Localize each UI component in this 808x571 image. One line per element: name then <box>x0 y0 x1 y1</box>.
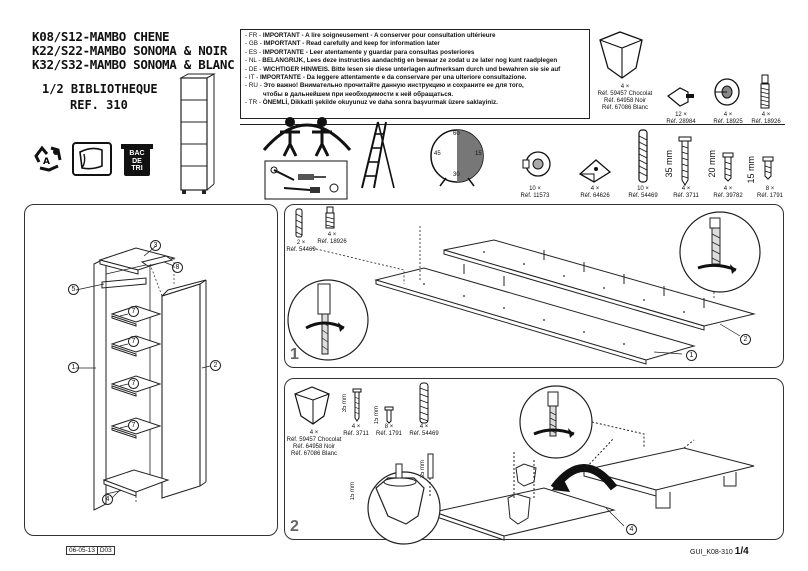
part-caption-cam-bolt: 4 × Réf. 18926 <box>751 112 781 125</box>
step-2-diagram <box>367 385 755 545</box>
cam-bolt-icon <box>325 206 335 229</box>
footer-doc-code: GUI_K08-310 <box>690 549 733 556</box>
callout-badge: 5 <box>68 284 79 295</box>
dimension-label: 15 mm <box>350 482 356 501</box>
notice-line: - NL - BELANGRIJK, Lees deze instructies… <box>245 57 558 65</box>
part-caption-screw-20: 4 × Réf. 39782 <box>713 186 743 199</box>
assembly-time-clock: 60 45 15 30 <box>426 126 488 188</box>
callout-badge: 7 <box>128 420 139 431</box>
clock-label: 60 <box>453 131 460 137</box>
part-caption-dowel: 10 × Réf. 54469 <box>628 186 658 199</box>
callout-badge: 7 <box>128 306 139 317</box>
product-subtitle: 1/2 BIBLIOTHEQUE <box>42 82 158 96</box>
step-2-panel <box>284 378 784 540</box>
callout-badge: 7 <box>128 378 139 389</box>
step2-part-caption: 4 × Réf. 59457 Chocolat Réf. 64958 Noir … <box>286 430 342 457</box>
step-1-diagram <box>287 211 761 365</box>
callout-badge: 3 <box>150 240 161 251</box>
dowel-icon <box>638 129 648 183</box>
two-persons-icon <box>262 117 352 157</box>
clock-label: 30 <box>453 172 460 178</box>
tools-icon <box>264 160 348 200</box>
product-title: K08/S12-MAMBO CHENE K22/S22-MAMBO SONOMA… <box>32 29 235 72</box>
clock-label: 45 <box>434 151 441 157</box>
shelf-pin-icon <box>666 87 694 107</box>
ladder-icon <box>361 121 395 189</box>
part-caption-connector: 10 × Réf. 11573 <box>520 186 550 199</box>
clock-icon <box>430 129 484 187</box>
screw-35-icon <box>352 388 362 422</box>
footer-date-code: 06-05-13 D03 <box>66 546 115 555</box>
callout-badge: 1 <box>686 350 697 361</box>
page-number: 1/4 <box>734 546 749 557</box>
bin-label: TRI <box>131 165 143 172</box>
title-line: K08/S12-MAMBO CHENE <box>32 29 170 44</box>
title-line: K22/S22-MAMBO SONOMA & NOIR <box>32 43 228 58</box>
dimension-label: 15 mm <box>746 156 756 184</box>
notice-line: - DE - WICHTIGER HINWEIS. Bitte lesen si… <box>245 65 561 73</box>
dowel-icon <box>295 208 303 238</box>
callout-badge: 4 <box>102 494 113 505</box>
exploded-bookcase-diagram <box>75 245 211 511</box>
notice-line: - IT - IMPORTANTE - Da leggere attentame… <box>245 74 527 82</box>
cam-bolt-icon <box>760 74 770 109</box>
product-ref: REF. 310 <box>70 98 128 112</box>
step2-part-caption: 4 × Réf. 3711 <box>343 424 369 437</box>
footer-date: 06-05-13 <box>69 547 96 554</box>
notice-line: - TR - ÖNEMLİ, Dikkatli şekilde okuyunuz… <box>245 99 498 107</box>
paper-icon <box>72 142 112 176</box>
part-caption-bracket: 4 × Réf. 64626 <box>580 186 610 199</box>
step2-part-caption: 4 × Réf. 54469 <box>409 424 439 437</box>
footer-rev: D03 <box>96 547 112 554</box>
safety-notice-box: - FR - IMPORTANT - A lire soigneusement … <box>240 29 590 119</box>
cam-lock-icon <box>714 78 740 106</box>
bookcase-thumbnail-icon <box>179 73 216 194</box>
step2-part-caption: 8 × Réf. 1791 <box>375 424 403 437</box>
callout-badge: 1 <box>68 362 79 373</box>
step1-part-caption: 2 × Réf. 54469 <box>286 240 316 253</box>
dimension-label: 35 mm <box>664 150 674 178</box>
screw-20-icon <box>722 152 734 182</box>
step-number: 2 <box>290 518 299 535</box>
step-1-panel <box>284 204 784 368</box>
callout-badge: 4 <box>626 524 637 535</box>
step1-part-caption: 4 × Réf. 18926 <box>317 232 347 245</box>
recycle-bin-badge: BAC DE TRI <box>118 142 156 178</box>
exploded-view-panel <box>24 204 278 536</box>
screw-15-icon <box>762 156 774 180</box>
callout-badge: 8 <box>172 262 183 273</box>
title-line: K32/S32-MAMBO SONOMA & BLANC <box>32 57 235 72</box>
dimension-label: 20 mm <box>707 150 717 178</box>
header-divider <box>240 124 785 125</box>
bracket-icon <box>578 159 612 183</box>
svg-text:A: A <box>43 157 50 167</box>
callout-badge: 2 <box>740 334 751 345</box>
notice-line: - GB - IMPORTANT - Read carefully and ke… <box>245 40 440 48</box>
screw-35-icon <box>678 136 692 186</box>
dowel-icon <box>419 382 429 424</box>
recycle-icon: A <box>34 145 62 172</box>
bin-label: BAC <box>129 150 145 157</box>
screw-15-icon <box>384 406 394 424</box>
notice-line: - FR - IMPORTANT - A lire soigneusement … <box>245 32 496 39</box>
notice-line: - RU - Это важно! Внимательно прочитайте… <box>245 82 524 90</box>
foot-icon <box>599 31 643 79</box>
notice-line: - ES - IMPORTANTE - Leer atentamente y g… <box>245 48 475 56</box>
connector-icon <box>522 151 551 177</box>
dimension-label: 35 mm <box>420 460 426 479</box>
part-caption-screw-35: 4 × Réf. 3711 <box>673 186 699 199</box>
callout-badge: 7 <box>128 336 139 347</box>
part-caption-foot: 4 × Réf. 59457 Chocolat Réf. 64958 Noir … <box>597 84 653 111</box>
callout-badge: 2 <box>210 360 221 371</box>
foot-icon <box>294 386 330 425</box>
footer-doc-ref: GUI_K08-310 1/4 <box>690 546 749 557</box>
clock-label: 15 <box>475 151 482 157</box>
part-caption-shelf-pin: 12 × Réf. 28984 <box>666 112 696 125</box>
bin-label: DE <box>132 157 142 165</box>
part-caption-cam-lock: 4 × Réf. 18925 <box>713 112 743 125</box>
step-number: 1 <box>290 346 299 363</box>
notice-line: чтобы в дальнейшем при необходимости к н… <box>263 90 454 98</box>
bin-icon <box>121 144 153 176</box>
part-caption-screw-15: 8 × Réf. 1791 <box>756 186 784 199</box>
